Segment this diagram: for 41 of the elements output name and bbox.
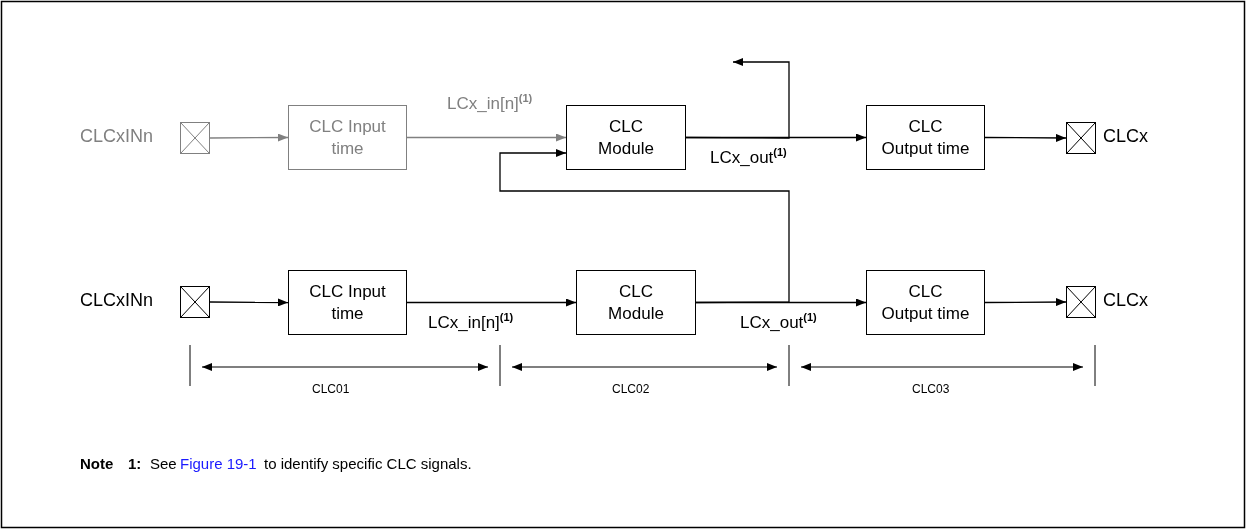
pin-cross-box	[180, 122, 210, 154]
process-box	[566, 105, 686, 170]
arrow	[685, 58, 790, 139]
box-label: CLC Output time	[880, 281, 971, 324]
dimension-label: CLC03	[912, 382, 950, 396]
arrow	[984, 133, 1067, 142]
process-box	[866, 105, 985, 170]
arrow	[209, 298, 289, 307]
dimension-label: CLC01	[312, 382, 350, 396]
pin-cross-box	[1066, 286, 1096, 318]
process-box	[288, 105, 407, 170]
process-box	[288, 270, 407, 335]
arrow	[406, 133, 567, 142]
note-text: See	[150, 455, 177, 472]
note-heading: Note	[80, 455, 114, 472]
box-label: CLC Module	[597, 116, 655, 159]
dimension-label: CLC02	[612, 382, 650, 396]
pin-label: CLCxINn	[80, 290, 154, 311]
process-box	[576, 270, 696, 335]
note-text: to identify specific CLC signals.	[264, 455, 472, 472]
note-number: 1:	[128, 455, 142, 472]
pin-cross-box	[180, 286, 210, 318]
box-label: CLC Output time	[880, 116, 971, 159]
edge-label: LCx_in[n]$^{(1)}$	[428, 311, 514, 333]
pin-label: CLCx	[1103, 290, 1148, 311]
arrow	[499, 149, 790, 304]
arrow	[984, 298, 1067, 307]
box-label: CLC Module	[607, 281, 665, 324]
box-label: CLC Input time	[308, 116, 387, 159]
edge-label: LCx_out$^{(1)}$	[740, 311, 817, 333]
process-box	[866, 270, 985, 335]
arrow	[209, 133, 289, 142]
arrow	[695, 298, 867, 307]
pin-cross-box	[1066, 122, 1096, 154]
pin-label: CLCxINn	[80, 126, 154, 147]
box-label: CLC Input time	[308, 281, 387, 324]
pin-label: CLCx	[1103, 126, 1148, 147]
edge-label: LCx_in[n]$^{(1)}$	[447, 92, 533, 114]
arrow	[406, 298, 577, 307]
figure-link: Figure 19-1	[180, 455, 257, 472]
edge-label: LCx_out$^{(1)}$	[710, 146, 787, 168]
